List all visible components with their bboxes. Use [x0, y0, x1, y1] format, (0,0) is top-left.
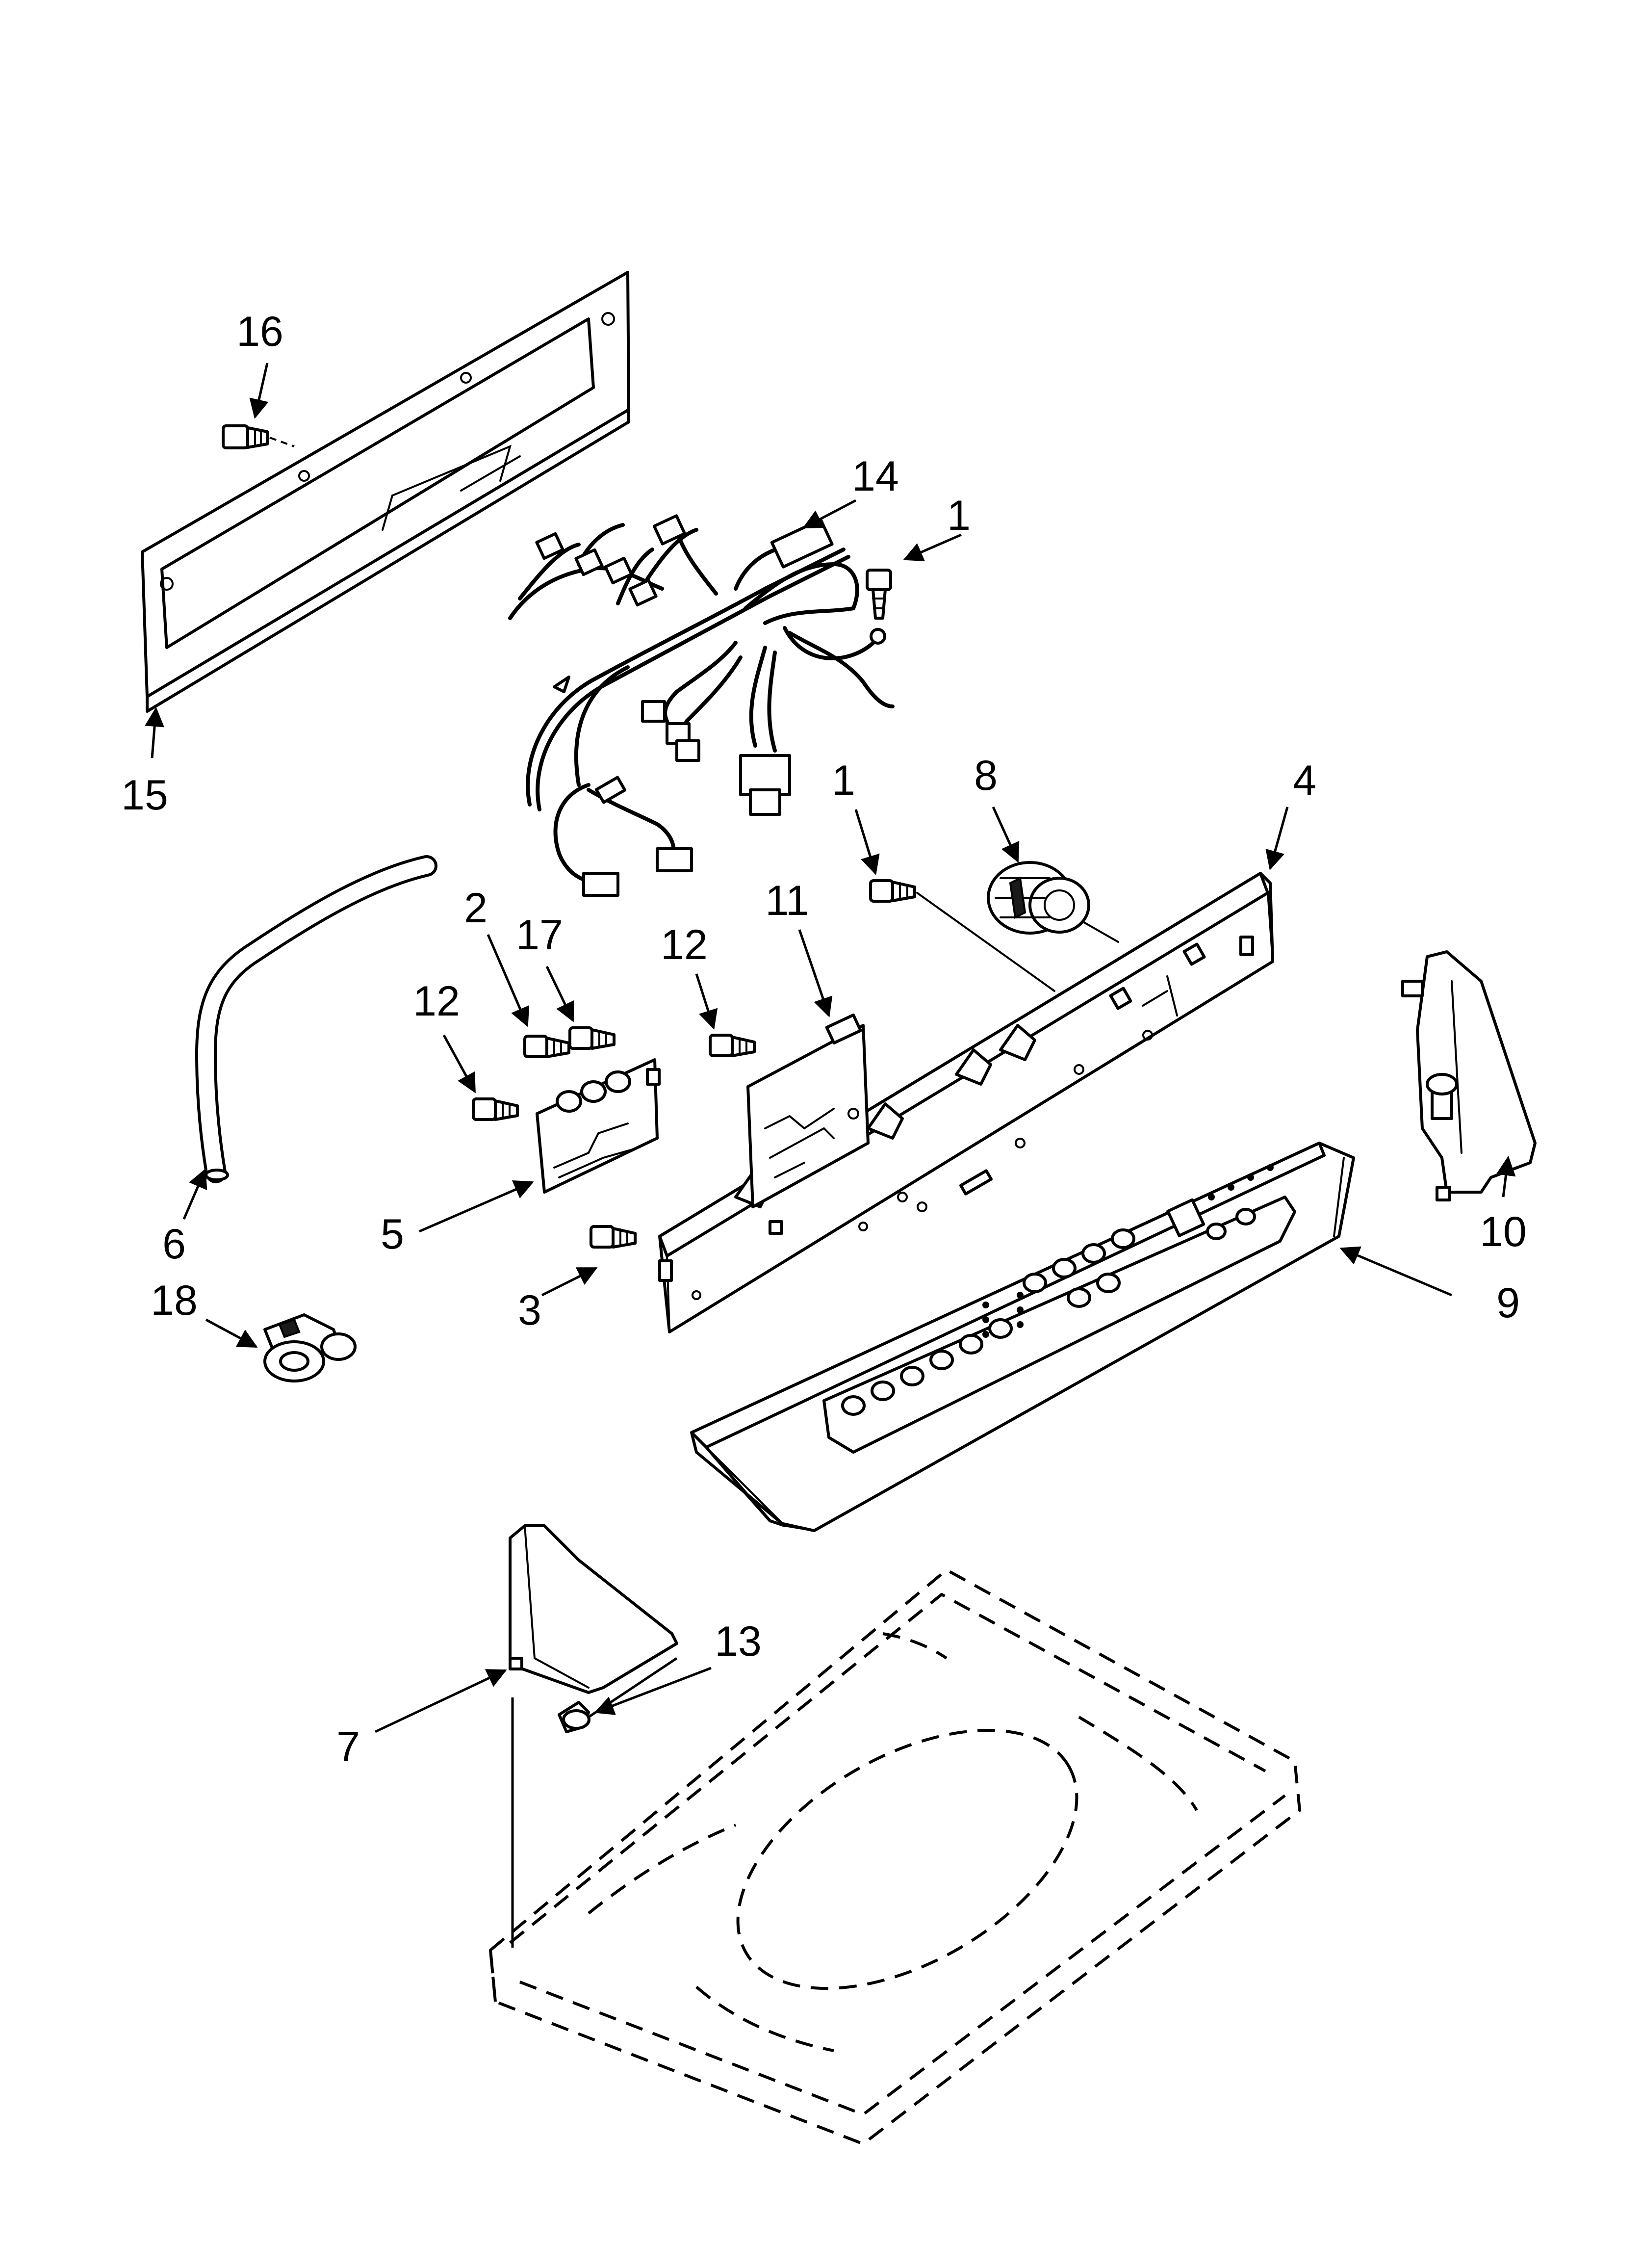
callout-8: 8 — [974, 752, 998, 799]
end-cap-right-part — [1401, 950, 1537, 1201]
callout-10: 10 — [1480, 1208, 1527, 1255]
clip-13-part — [558, 1701, 590, 1733]
callout-11: 11 — [765, 877, 809, 924]
callout-4: 4 — [1293, 757, 1316, 804]
callout-16: 16 — [236, 308, 283, 355]
callout-12-left: 12 — [413, 978, 460, 1025]
timer-switch-part — [987, 861, 1119, 943]
leader-lines — [145, 363, 1516, 1733]
console-front-part — [690, 1142, 1355, 1532]
screw-16-part — [222, 424, 295, 449]
callout-1-upper: 1 — [947, 492, 971, 539]
callout-15: 15 — [121, 772, 168, 819]
screw-17-part — [568, 1026, 616, 1050]
callout-12-right: 12 — [661, 921, 708, 968]
washer-top-outline — [489, 1568, 1301, 2145]
end-cap-left-part — [509, 1524, 678, 1694]
control-board-11-part — [746, 1013, 870, 1208]
screw-1-upper-part — [866, 569, 892, 620]
screw-12-left-part — [472, 1097, 519, 1121]
callout-2: 2 — [464, 885, 487, 932]
screw-3-part — [590, 1225, 637, 1249]
callout-labels: 16 15 14 1 1 8 4 2 17 12 12 11 6 5 3 18 … — [121, 308, 1527, 1771]
callout-5: 5 — [381, 1211, 404, 1258]
callout-18: 18 — [151, 1277, 198, 1324]
clip-part — [263, 1313, 357, 1382]
hose-part — [195, 855, 437, 1183]
callout-7: 7 — [336, 1723, 360, 1771]
screw-2-part — [523, 1035, 570, 1058]
callout-1-middle: 1 — [832, 757, 855, 804]
wire-harness-part — [508, 514, 895, 897]
control-board-5-part — [536, 1058, 661, 1194]
screw-12-right-part — [709, 1034, 756, 1057]
callout-6: 6 — [162, 1221, 186, 1268]
callout-9: 9 — [1496, 1279, 1520, 1327]
callout-17: 17 — [516, 912, 563, 959]
rear-bracket-part — [141, 271, 630, 713]
screw-1-middle-part — [869, 879, 1055, 992]
callout-13: 13 — [715, 1618, 762, 1665]
callout-3: 3 — [518, 1287, 541, 1334]
callout-14: 14 — [852, 453, 899, 500]
